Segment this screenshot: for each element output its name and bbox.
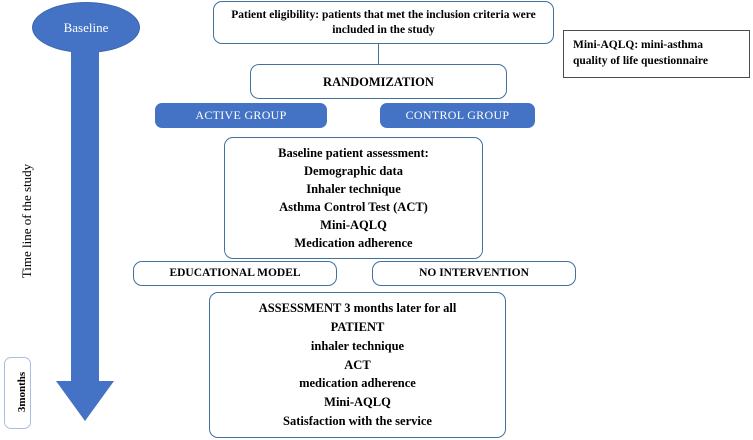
node-final-assessment: ASSESSMENT 3 months later for all PATIEN… <box>209 292 506 438</box>
timeline-arrow-shaft <box>71 48 99 382</box>
node-patient-eligibility-text: Patient eligibility: patients that met t… <box>231 8 536 36</box>
timeline-axis-label: Time line of the study <box>19 163 34 279</box>
node-control-group-text: CONTROL GROUP <box>405 108 510 122</box>
node-control-group: CONTROL GROUP <box>380 103 535 128</box>
node-educational-model: EDUCATIONAL MODEL <box>133 261 337 286</box>
node-active-group: ACTIVE GROUP <box>155 103 327 128</box>
node-no-intervention: NO INTERVENTION <box>372 261 576 286</box>
node-educational-model-text: EDUCATIONAL MODEL <box>169 267 301 280</box>
node-final-assessment-text: ASSESSMENT 3 months later for all PATIEN… <box>258 301 457 428</box>
connector-eligibility-to-randomization <box>378 44 380 64</box>
node-no-intervention-text: NO INTERVENTION <box>419 267 529 280</box>
baseline-label: Baseline <box>63 19 109 35</box>
three-months-box <box>4 357 31 429</box>
node-randomization-text: RANDOMIZATION <box>323 74 434 89</box>
node-active-group-text: ACTIVE GROUP <box>195 108 287 122</box>
node-baseline-assessment-text: Baseline patient assessment: Demographic… <box>278 145 429 251</box>
three-months-label: 3months <box>16 371 28 413</box>
node-baseline-assessment: Baseline patient assessment: Demographic… <box>224 137 483 259</box>
legend-abbreviation-box: Mini-AQLQ: mini-asthma quality of life q… <box>563 30 750 78</box>
legend-abbreviation-text: Mini-AQLQ: mini-asthma quality of life q… <box>573 39 708 67</box>
node-randomization: RANDOMIZATION <box>250 64 507 99</box>
node-patient-eligibility: Patient eligibility: patients that met t… <box>213 1 554 44</box>
timeline-arrow-head <box>56 381 114 421</box>
baseline-ellipse: Baseline <box>32 2 140 53</box>
